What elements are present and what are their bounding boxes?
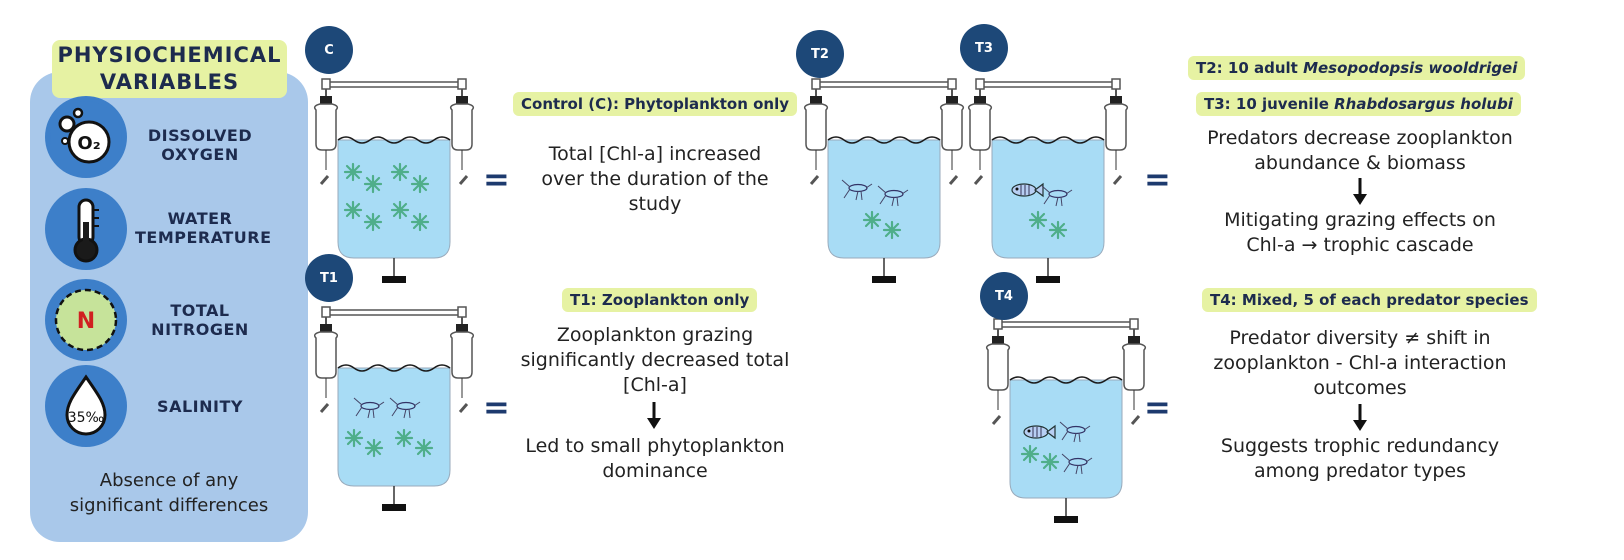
t2t3-outcome: Mitigating grazing effects on Chl-a → tr… [1190, 208, 1530, 258]
panel-note-line1: Absence of any [99, 470, 239, 491]
t2-heading-species: Mesopodopsis wooldrigei [1303, 59, 1518, 77]
variable-label-temperature: WATER TEMPERATURE [135, 209, 272, 247]
t2t3-text-line2: abundance & biomass [1254, 152, 1466, 174]
t4-text-line3: outcomes [1313, 377, 1407, 399]
dissolved-oxygen-icon: O₂ [45, 96, 127, 178]
equals-t4: = [1144, 388, 1171, 426]
panel-title: PHYSIOCHEMICAL VARIABLES [52, 40, 287, 98]
t2t3-result-line2: Chl-a → trophic cascade [1246, 234, 1474, 256]
panel-note: Absence of any significant differences [40, 468, 298, 518]
t4-down-arrow-icon [1353, 404, 1367, 431]
salinity-glyph: 35‰ [68, 410, 105, 426]
t4-result-line1: Suggests trophic redundancy [1220, 435, 1500, 457]
t1-heading: T1: Zooplankton only [562, 288, 758, 312]
variable-nitrogen-line1: TOTAL [170, 301, 230, 320]
panel-title-line2: VARIABLES [99, 70, 240, 94]
oxygen-glyph: O₂ [77, 133, 100, 154]
variable-label-salinity: SALINITY [135, 397, 265, 416]
t1-result-line2: dominance [602, 460, 708, 482]
control-result: Total [Chl-a] increased over the duratio… [510, 142, 800, 217]
t1-text-line2: significantly decreased total [520, 349, 790, 371]
t3-heading-prefix: T3: 10 juvenile [1204, 95, 1335, 113]
t2t3-text-line1: Predators decrease zooplankton [1207, 127, 1513, 149]
t4-text-line2: zooplankton - Chl-a interaction [1213, 352, 1507, 374]
control-heading: Control (C): Phytoplankton only [513, 92, 798, 116]
tank-t1 [313, 305, 475, 513]
variable-label-oxygen: DISSOLVED OXYGEN [135, 126, 265, 164]
variable-label-nitrogen: TOTAL NITROGEN [135, 301, 265, 339]
tank-t2 [803, 77, 965, 285]
control-text-line2: over the duration of the [541, 168, 769, 190]
tank-t3 [967, 77, 1129, 285]
t2t3-result-line1: Mitigating grazing effects on [1224, 209, 1496, 231]
variable-nitrogen-line2: NITROGEN [151, 320, 249, 339]
equals-control: = [483, 160, 510, 198]
t1-result: Zooplankton grazing significantly decrea… [500, 323, 810, 398]
t3-heading-species: Rhabdosargus holubi [1334, 95, 1513, 113]
badge-t1: T1 [305, 254, 353, 302]
equals-t1: = [483, 388, 510, 426]
t4-result: Predator diversity ≠ shift in zooplankto… [1190, 326, 1530, 401]
t1-text-line1: Zooplankton grazing [556, 324, 754, 346]
t1-outcome: Led to small phytoplankton dominance [500, 434, 810, 484]
variable-temperature-line2: TEMPERATURE [135, 228, 272, 247]
equals-t2t3: = [1144, 160, 1171, 198]
tank-t4 [985, 317, 1147, 525]
t1-text-line3: [Chl-a] [623, 374, 687, 396]
t4-result-line2: among predator types [1253, 460, 1467, 482]
t2-heading-prefix: T2: 10 adult [1196, 59, 1304, 77]
control-text-line1: Total [Chl-a] increased [548, 143, 762, 165]
nitrogen-glyph: N [77, 309, 95, 334]
badge-t3: T3 [960, 24, 1008, 72]
salinity-drop-icon: 35‰ [45, 365, 127, 447]
thermometer-icon [45, 188, 127, 270]
panel-title-line1: PHYSIOCHEMICAL [57, 43, 282, 67]
t1-result-line1: Led to small phytoplankton [525, 435, 785, 457]
t2t3-result: Predators decrease zooplankton abundance… [1190, 126, 1530, 176]
nitrogen-icon: N [45, 279, 127, 361]
variable-oxygen-line2: OXYGEN [161, 145, 239, 164]
variable-temperature-line1: WATER [167, 209, 233, 228]
t4-heading: T4: Mixed, 5 of each predator species [1202, 288, 1537, 312]
variable-salinity-line1: SALINITY [157, 397, 243, 416]
panel-note-line2: significant differences [69, 495, 269, 516]
badge-c: C [305, 26, 353, 74]
t2t3-down-arrow-icon [1353, 178, 1367, 205]
badge-t2: T2 [796, 30, 844, 78]
control-text-line3: study [628, 193, 682, 215]
badge-t4: T4 [980, 272, 1028, 320]
t2-heading: T2: 10 adult Mesopodopsis wooldrigei [1188, 56, 1526, 80]
t3-heading: T3: 10 juvenile Rhabdosargus holubi [1196, 92, 1521, 116]
t4-text-line1: Predator diversity ≠ shift in [1229, 327, 1491, 349]
t4-outcome: Suggests trophic redundancy among predat… [1190, 434, 1530, 484]
variable-oxygen-line1: DISSOLVED [147, 126, 253, 145]
t1-down-arrow-icon [647, 402, 661, 429]
